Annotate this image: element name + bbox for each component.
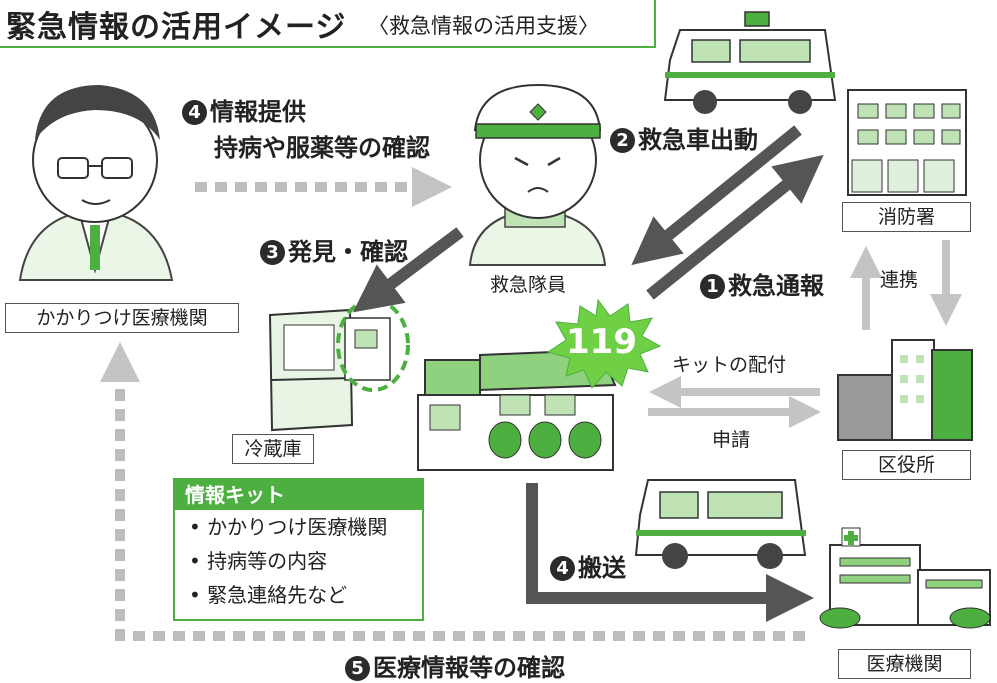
arrow-emergency-call xyxy=(646,154,824,300)
step-info-provision-detail: 持病や服薬等の確認 xyxy=(214,134,430,162)
step-number: 2 xyxy=(610,128,635,153)
application-label: 申請 xyxy=(712,429,751,451)
info-kit-heading: 情報キット xyxy=(175,480,422,510)
step-text: 搬送 xyxy=(578,554,626,582)
ambulance-bottom-illustration xyxy=(634,479,807,569)
step-text: 救急通報 xyxy=(728,272,824,300)
step-number: 1 xyxy=(700,274,725,299)
ward-office-illustration xyxy=(837,339,973,441)
step-number: 3 xyxy=(260,240,285,265)
info-kit-item: • 緊急連絡先など xyxy=(189,583,348,607)
paramedic-illustration xyxy=(468,83,607,266)
clinic-label: かかりつけ医療機関 xyxy=(5,303,239,333)
ambulance-top-illustration xyxy=(663,11,837,114)
kit-distribution-label: キットの配付 xyxy=(672,354,787,376)
burst-119-shape xyxy=(546,298,662,389)
fridge-illustration xyxy=(268,298,410,432)
step-number: 4 xyxy=(182,100,207,125)
ward-office-label: 区役所 xyxy=(842,450,971,480)
doctor-illustration xyxy=(18,85,174,281)
title-box xyxy=(0,0,656,48)
info-kit-box: 情報キット • かかりつけ医療機関 • 持病等の内容 • 緊急連絡先など xyxy=(173,478,424,621)
hospital-label: 医療機関 xyxy=(838,649,971,679)
info-kit-item-text: 持病等の内容 xyxy=(207,549,328,573)
step-text: 発見・確認 xyxy=(288,238,408,266)
info-kit-item-text: かかりつけ医療機関 xyxy=(207,515,388,539)
info-kit-item: • 持病等の内容 xyxy=(189,549,328,573)
cooperation-label: 連携 xyxy=(880,269,919,291)
arrow-transport xyxy=(526,483,814,622)
step-text: 救急車出動 xyxy=(638,126,758,154)
paramedic-label: 救急隊員 xyxy=(490,274,567,296)
info-kit-item: • かかりつけ医療機関 xyxy=(189,515,388,539)
hospital-illustration xyxy=(819,527,991,629)
page-title: 緊急情報の活用イメージ xyxy=(6,10,347,45)
emergency-number: 119 xyxy=(566,322,637,362)
step-text: 情報提供 xyxy=(210,98,306,126)
fire-station-illustration xyxy=(847,89,967,196)
fridge-label: 冷蔵庫 xyxy=(232,434,314,464)
arrow-discover xyxy=(352,227,464,313)
step-number: 4 xyxy=(550,556,575,581)
step-number: 5 xyxy=(345,656,370,681)
page-subtitle: 〈救急情報の活用支援〉 xyxy=(368,14,599,38)
info-kit-item-text: 緊急連絡先など xyxy=(207,583,348,607)
arrow-medical-check xyxy=(100,342,805,641)
arrow-dispatch xyxy=(631,125,802,266)
step-text: 医療情報等の確認 xyxy=(373,654,565,682)
fire-station-label: 消防署 xyxy=(842,202,971,232)
